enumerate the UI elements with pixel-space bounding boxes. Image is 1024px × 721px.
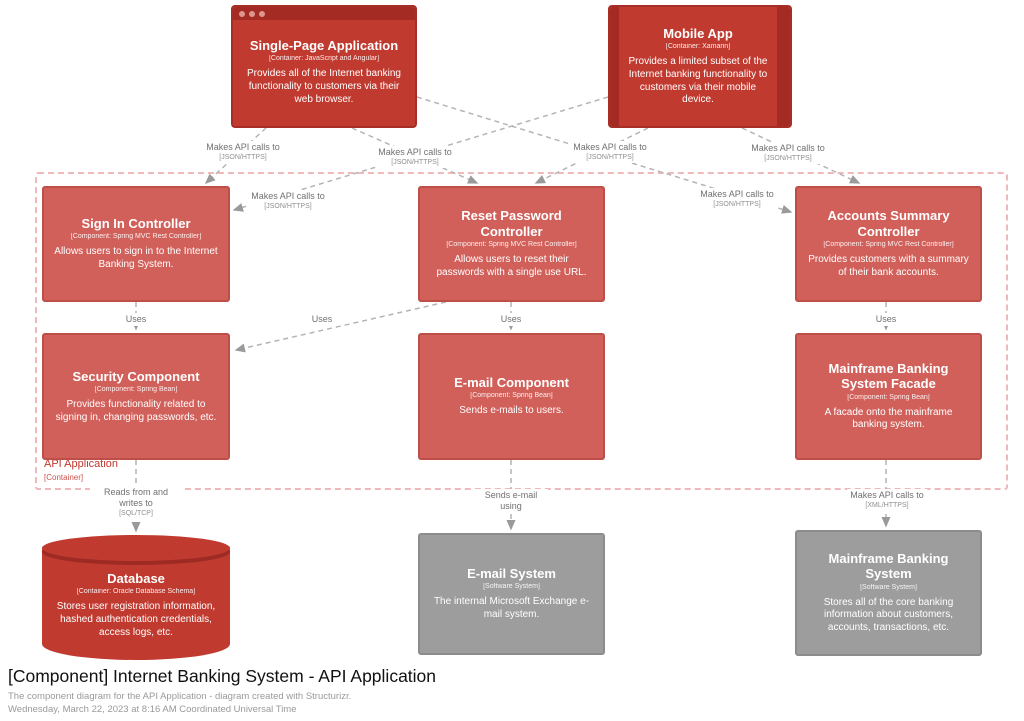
component-sign-in-controller[interactable]: Sign In Controller [Component: Spring MV… [42,186,230,302]
edge-label-signin-security: Uses [122,313,150,326]
mobile-bezel-left [610,7,619,126]
node-meta: [Container: Oracle Database Schema] [76,588,196,596]
edge-label-mobile-accounts: Makes API calls to [JSON/HTTPS] [748,142,828,164]
node-desc: Allows users to sign in to the Internet … [54,246,218,271]
edge-line-spa-reset [351,127,479,184]
edge-label-security-database: Reads from and writes to [SQL/TCP] [90,486,182,519]
component-accounts-summary-controller[interactable]: Accounts Summary Controller [Component: … [795,186,982,302]
node-meta: [Container: JavaScript and Angular] [268,55,380,63]
component-email-component[interactable]: E-mail Component [Component: Spring Bean… [418,333,605,460]
node-desc: Provides a limited subset of the Interne… [628,56,768,106]
node-desc: Sends e-mails to users. [459,405,564,417]
node-desc: Stores user registration information, ha… [56,601,216,639]
edge-label-reset-security: Uses [308,313,336,326]
container-database[interactable]: Database [Container: Oracle Database Sch… [42,535,230,660]
edge-label-spa-signin: Makes API calls to [JSON/HTTPS] [203,141,283,163]
system-mainframe-banking-system[interactable]: Mainframe Banking System [Software Syste… [795,530,982,656]
diagram-footer: [Component] Internet Banking System - AP… [8,666,436,715]
node-desc: Provides customers with a summary of the… [808,254,969,278]
browser-dot-icon [239,11,245,17]
component-mainframe-banking-system-facade[interactable]: Mainframe Banking System Facade [Compone… [795,333,982,460]
boundary-label: API Application [44,458,118,470]
edge-label-reset-email: Uses [497,313,525,326]
edge-label-facade-mainframe: Makes API calls to [XML/HTTPS] [847,489,927,511]
edge-label-accounts-facade: Uses [872,313,900,326]
node-desc: A facade onto the mainframe banking syst… [824,406,953,431]
component-security-component[interactable]: Security Component [Component: Spring Be… [42,333,230,460]
node-title: E-mail Component [454,374,569,390]
container-single-page-application[interactable]: Single-Page Application [Container: Java… [231,5,417,128]
node-title: Database [107,571,165,587]
node-meta: [Container: Xamarin] [665,43,731,51]
node-title: E-mail System [467,566,556,582]
node-title: Accounts Summary Controller [827,208,950,239]
node-meta: [Software System] [860,583,917,591]
node-desc: Provides all of the Internet banking fun… [247,68,401,106]
node-title: Security Component [72,368,200,384]
diagram-timestamp: Wednesday, March 22, 2023 at 8:16 AM Coo… [8,704,297,715]
edge-label-mobile-signin: Makes API calls to [JSON/HTTPS] [248,190,328,212]
component-reset-password-controller[interactable]: Reset Password Controller [Component: Sp… [418,186,605,302]
node-desc: Stores all of the core banking informati… [823,596,954,634]
node-meta: [Component: Spring Bean] [94,385,178,393]
node-title: Single-Page Application [249,38,399,54]
database-cylinder-icon [42,535,230,561]
edge-label-mobile-reset: Makes API calls to [JSON/HTTPS] [570,141,650,163]
node-title: Mobile App [663,25,733,41]
node-meta: [Component: Spring Bean] [470,392,553,400]
node-meta: [Software System] [483,583,540,591]
node-meta: [Component: Spring MVC Rest Controller] [446,241,577,249]
node-desc: Allows users to reset their passwords wi… [436,254,587,278]
database-cylinder-icon [42,548,230,660]
boundary-meta: [Container] [44,473,84,482]
browser-chrome-bar [233,7,415,20]
node-meta: [Component: Spring MVC Rest Controller] [823,241,954,249]
browser-dot-icon [259,11,265,17]
browser-dot-icon [249,11,255,17]
node-desc: The internal Microsoft Exchange e-mail s… [433,596,590,621]
node-meta: [Component: Spring MVC Rest Controller] [70,233,202,241]
node-title: Reset Password Controller [461,208,562,239]
edge-label-spa-accounts: Makes API calls to [JSON/HTTPS] [697,188,777,210]
container-mobile-app[interactable]: Mobile App [Container: Xamarin] Provides… [608,5,792,128]
mobile-bezel-right [777,7,790,126]
system-email-system[interactable]: E-mail System [Software System] The inte… [418,533,605,655]
edge-line-reset-security [234,301,447,353]
edge-label-email-emailsystem: Sends e-mail using [474,489,548,513]
node-title: Mainframe Banking System Facade [828,360,949,392]
edge-label-spa-reset: Makes API calls to [JSON/HTTPS] [375,146,455,168]
node-desc: Provides functionality related to signin… [55,398,217,423]
diagram-title: [Component] Internet Banking System - AP… [8,666,437,686]
node-meta: [Component: Spring Bean] [847,393,930,401]
edge-line-mobile-reset [534,127,649,184]
node-title: Sign In Controller [81,216,191,232]
node-title: Mainframe Banking System [828,550,949,582]
diagram-subtitle: The component diagram for the API Applic… [8,691,352,702]
